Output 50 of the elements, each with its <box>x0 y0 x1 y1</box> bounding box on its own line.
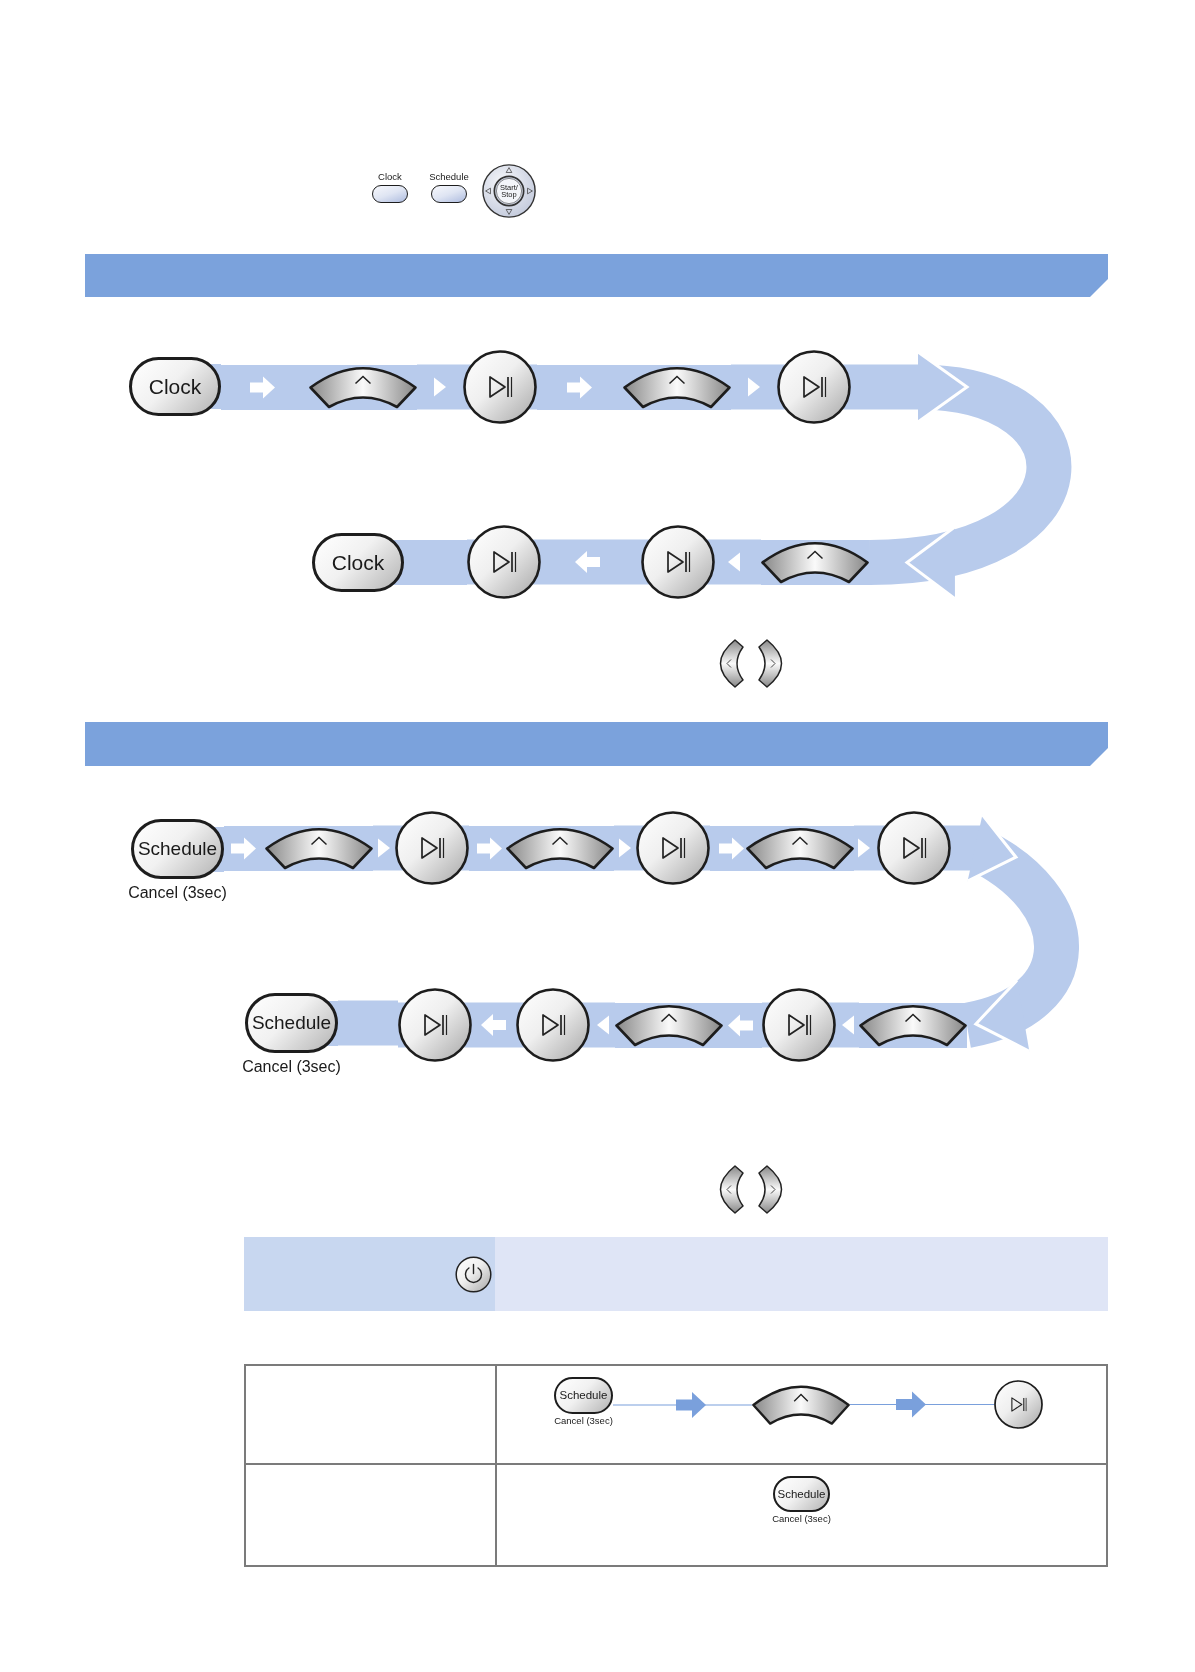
button-caption: Cancel (3sec) <box>128 884 227 903</box>
arrow <box>612 1392 753 1418</box>
key-button: Clock <box>129 357 221 416</box>
dial-key <box>482 164 536 218</box>
round-key <box>395 811 469 885</box>
round-key <box>877 811 951 885</box>
round-key <box>636 811 710 885</box>
arc-key <box>506 826 614 871</box>
flow-arrow <box>470 1002 516 1048</box>
arc-key <box>615 1003 723 1048</box>
arc-key <box>761 540 869 585</box>
flow-arrow <box>836 1002 859 1048</box>
arc-key <box>859 1003 967 1048</box>
key-button: Clock <box>312 533 404 592</box>
arrow <box>849 1391 995 1418</box>
button-caption: Cancel (3sec) <box>554 1416 613 1427</box>
arc-key <box>309 365 417 410</box>
round-key <box>777 350 851 424</box>
round-key <box>516 988 590 1062</box>
flow-arrow <box>854 825 877 871</box>
arc-key <box>752 1385 850 1425</box>
flow-band <box>338 1000 398 1046</box>
flow-arrow <box>221 365 309 410</box>
flow-arrow <box>541 539 641 585</box>
flow-arrow <box>373 825 395 871</box>
arc-key <box>623 365 731 410</box>
arc-key <box>746 826 854 871</box>
flow-band <box>404 540 467 585</box>
key-label: Clock <box>378 171 402 183</box>
flow-arrow <box>590 1002 615 1048</box>
flow-arrow <box>417 364 463 410</box>
flow-arrow <box>715 539 761 585</box>
key-button: Schedule <box>554 1377 613 1414</box>
round-key <box>398 988 472 1062</box>
key-button: Schedule <box>773 1476 830 1512</box>
curved-arrow <box>951 817 1079 1050</box>
round-key <box>463 350 537 424</box>
round-key <box>762 988 836 1062</box>
key-label: Schedule <box>429 171 469 183</box>
arc-key <box>265 826 373 871</box>
flow-arrow <box>731 364 777 410</box>
button-caption: Cancel (3sec) <box>772 1514 831 1525</box>
round-key <box>994 1380 1043 1429</box>
key-button: Schedule <box>245 993 338 1053</box>
round-key <box>641 525 715 599</box>
flow-arrow <box>614 825 636 871</box>
round-key <box>467 525 541 599</box>
key-button: Schedule <box>131 819 224 879</box>
button-caption: Cancel (3sec) <box>242 1058 341 1077</box>
flow-arrow <box>537 365 623 410</box>
